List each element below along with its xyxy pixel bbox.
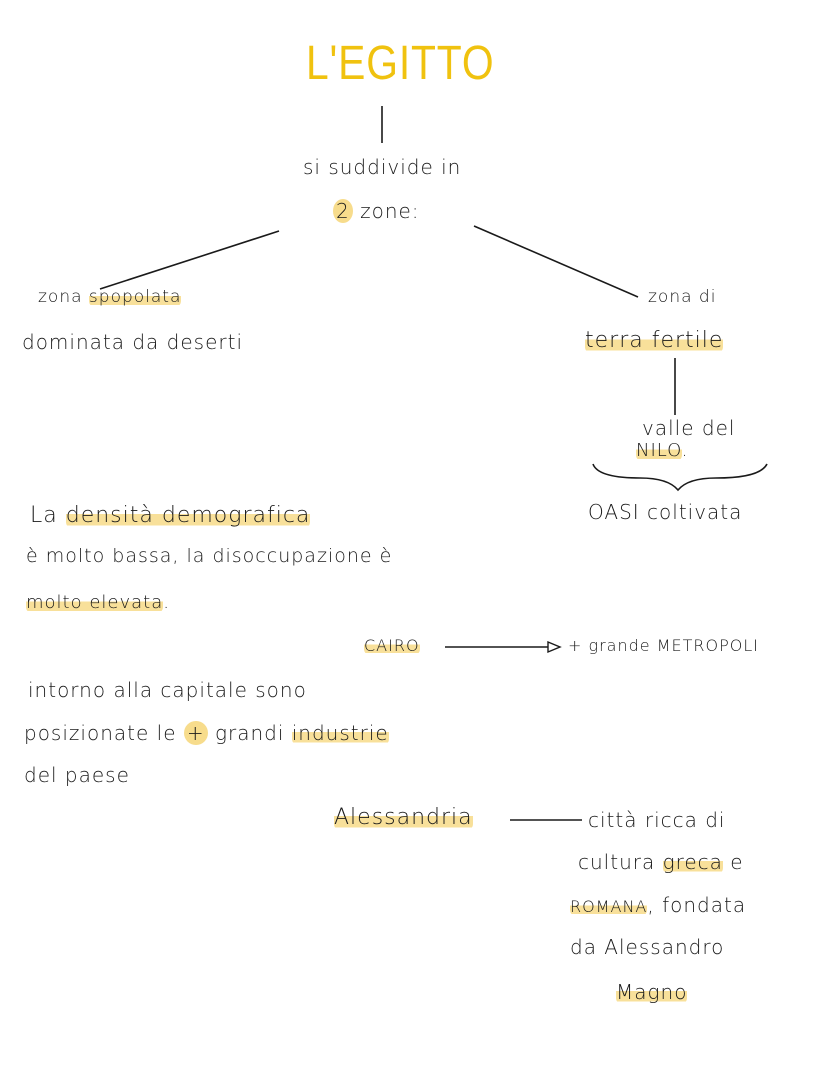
romana-highlight: ROMANA — [570, 897, 648, 916]
alessandria-line3: ROMANA, fondata — [570, 893, 746, 917]
subtitle-line2: 2 zone: — [333, 199, 420, 223]
alessandria-line2: cultura greca e — [578, 850, 744, 874]
industry-line3: del paese — [24, 763, 130, 787]
greca-highlight: greca — [662, 850, 723, 874]
oasis-label: OASI coltivata — [588, 500, 743, 524]
alessandria-line4: da Alessandro — [570, 935, 725, 959]
alessandria-line2-rest: e — [722, 850, 744, 874]
alessandria-highlight: Alessandria — [334, 805, 473, 830]
alessandria-line1: città ricca di — [588, 808, 726, 832]
alessandria-line3-rest: , fondata — [647, 893, 747, 917]
density-prefix: La — [30, 503, 66, 528]
industry-highlight: industrie — [291, 721, 389, 745]
density-line1: La densità demografica — [30, 503, 311, 528]
left-zone-prefix: zona — [38, 287, 89, 307]
subtitle-line1: si suddivide in — [303, 155, 462, 179]
left-zone-highlight: spopolata — [88, 287, 182, 307]
alessandria-line2-prefix: cultura — [578, 850, 663, 874]
density-line3: molto elevata. — [26, 592, 170, 613]
industry-prefix: posizionate le — [24, 721, 184, 745]
nile-dot: . — [681, 440, 689, 461]
alessandria-label: Alessandria — [334, 805, 473, 830]
industry-line2: posizionate le + grandi industrie — [24, 721, 389, 745]
industry-line1: intorno alla capitale sono — [28, 678, 307, 702]
cairo-label: CAIRO — [364, 636, 420, 655]
density-line3-highlight: molto elevata — [26, 592, 164, 613]
density-dot: . — [163, 592, 170, 613]
right-zone-line1: zona di — [648, 287, 717, 307]
right-zone-line2: terra fertile — [585, 328, 724, 353]
nile-line2: NILO. — [636, 440, 688, 461]
nile-line1: valle del — [642, 416, 736, 440]
nile-highlight: NILO — [636, 440, 682, 461]
subtitle-zones-text: zone: — [352, 199, 420, 223]
density-line2: è molto bassa, la disoccupazione è — [26, 545, 393, 567]
page-title: L'EGITTO — [306, 37, 495, 90]
left-zone-line1: zona spopolata — [38, 287, 182, 307]
right-zone-highlight: terra fertile — [585, 328, 724, 353]
cairo-target: + grande METROPOLI — [568, 636, 759, 655]
alessandria-line5: Magno — [616, 980, 688, 1004]
left-zone-line2: dominata da deserti — [22, 330, 244, 354]
industry-plus: + — [183, 721, 208, 745]
zone-count: 2 — [333, 199, 353, 223]
industry-mid: grandi — [207, 721, 292, 745]
density-highlight: densità demografica — [65, 503, 311, 528]
magno-highlight: Magno — [616, 980, 688, 1004]
cairo-highlight: CAIRO — [364, 636, 420, 655]
